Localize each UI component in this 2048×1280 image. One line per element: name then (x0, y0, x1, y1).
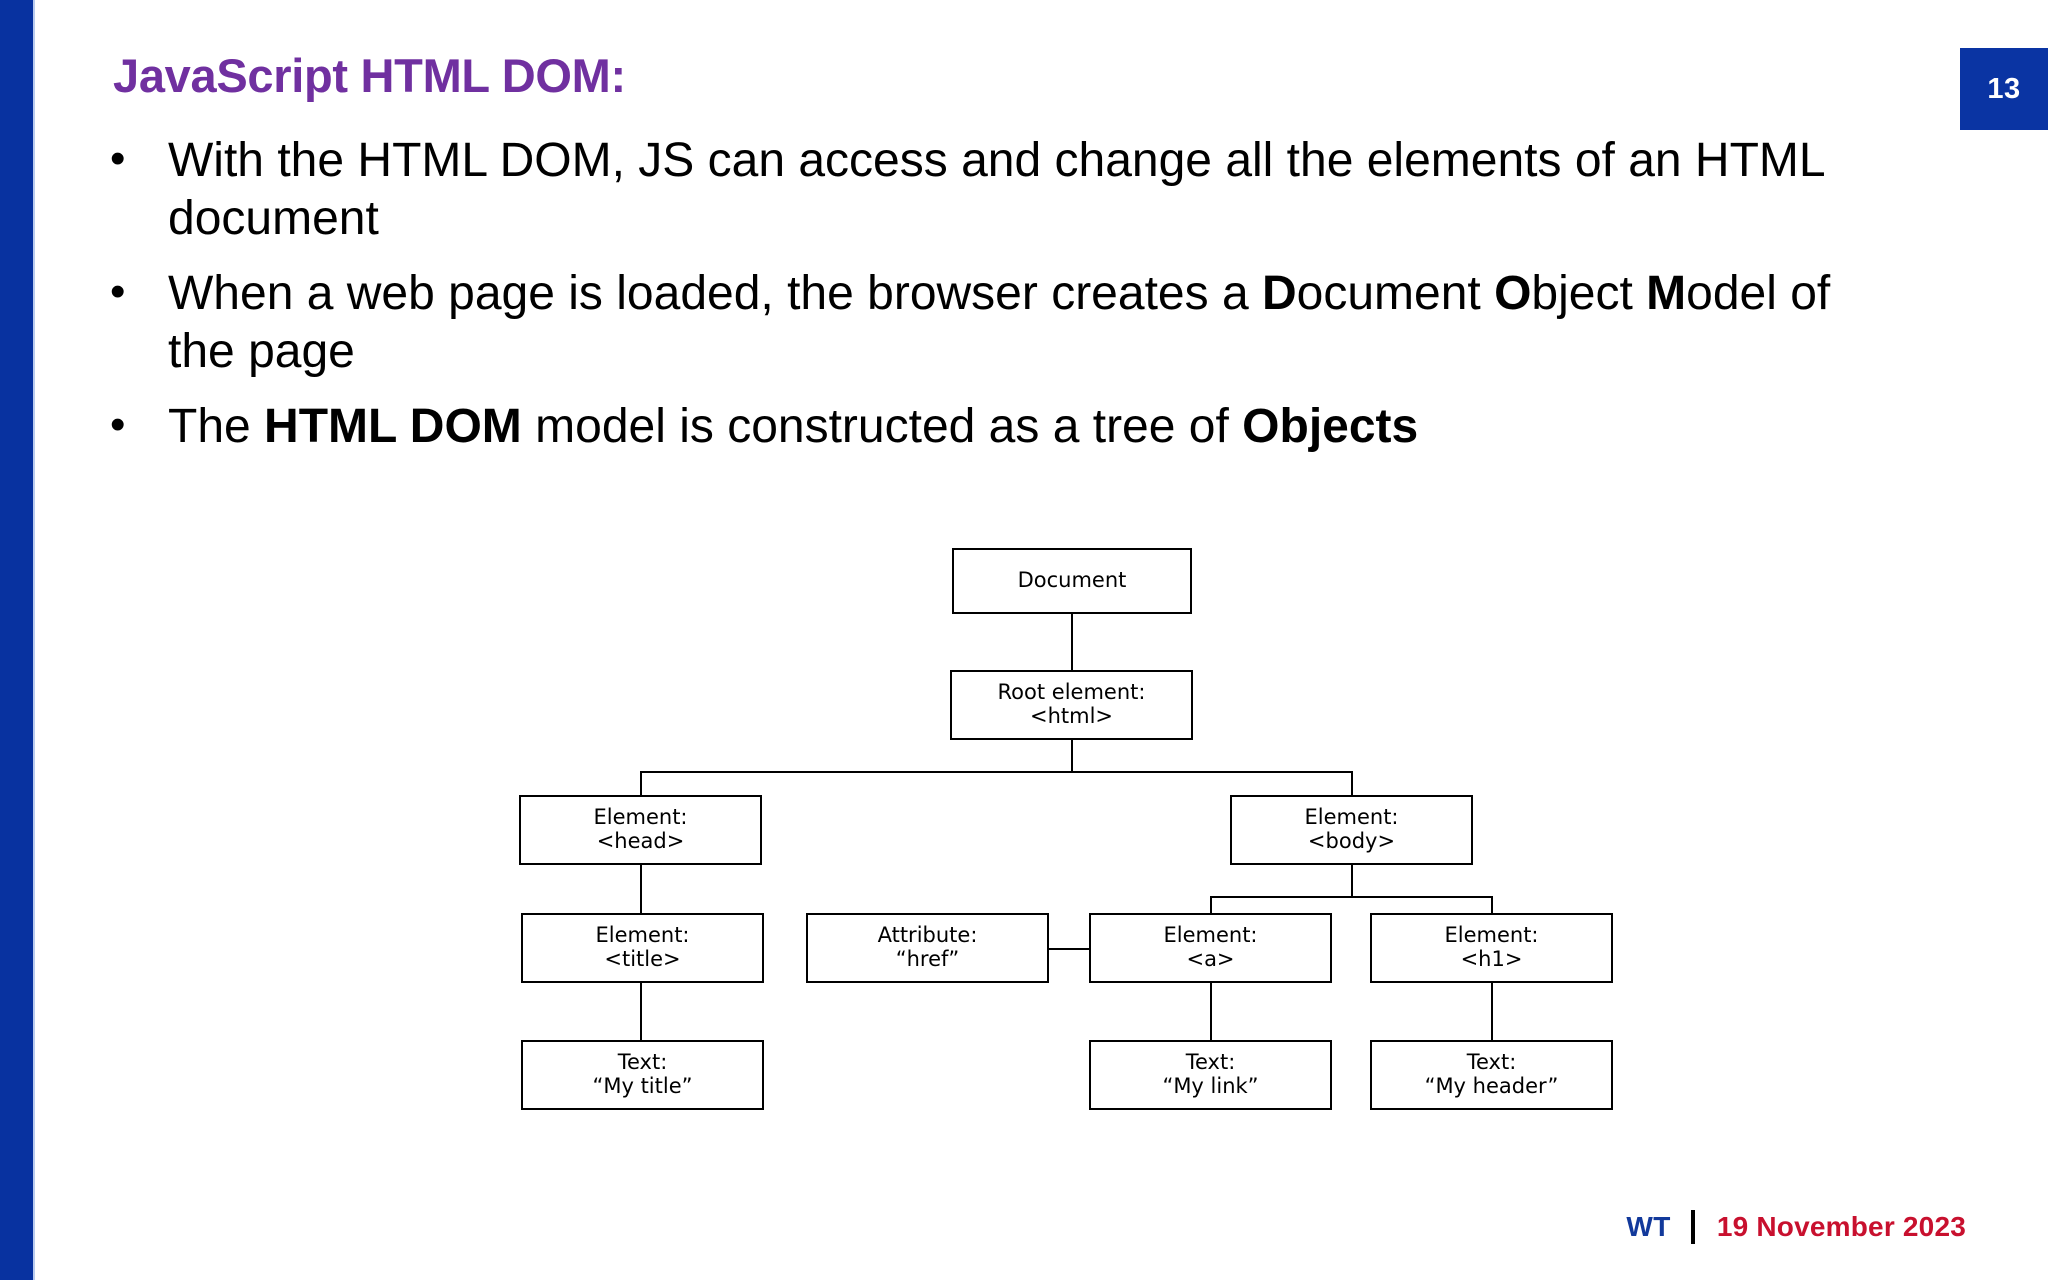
bullet-marker-icon: • (110, 134, 126, 183)
bullet-text-span: model is constructed as a tree of (521, 400, 1243, 454)
bullet-list: • With the HTML DOM, JS can access and ch… (100, 132, 1960, 474)
tree-node-line1: Element: (1304, 805, 1399, 830)
tree-node-line2: “My header” (1424, 1074, 1559, 1098)
bullet-marker-icon: • (110, 267, 126, 317)
tree-node-line1: Root element: (997, 680, 1146, 705)
page-number-badge: 13 (1960, 48, 2048, 130)
footer-course-label: WT (1626, 1211, 1671, 1242)
tree-node-title: Element:<title> (521, 913, 764, 983)
left-accent-hairline (33, 0, 35, 1280)
tree-node-line1: Element: (1163, 923, 1258, 948)
bullet-text-span: ocument (1296, 267, 1495, 321)
tree-node-line1: Element: (593, 805, 688, 830)
tree-connector (640, 771, 1352, 773)
tree-node-root: Root element:<html> (950, 670, 1193, 740)
tree-node-line1: Text: (1466, 1050, 1517, 1075)
tree-connector (1210, 896, 1492, 898)
bullet-text-span: odel of the page (168, 267, 1831, 378)
tree-node-href: Attribute:“href” (806, 913, 1049, 983)
tree-connector (1049, 948, 1091, 950)
tree-node-line2: <html> (1029, 704, 1114, 728)
tree-node-body: Element:<body> (1230, 795, 1473, 865)
bullet-text: When a web page is loaded, the browser c… (168, 265, 1868, 380)
tree-node-line2: <body> (1307, 829, 1396, 853)
tree-node-line1: Attribute: (877, 923, 978, 948)
bullet-text: With the HTML DOM, JS can access and cha… (168, 132, 1868, 247)
tree-node-line2: <head> (596, 829, 685, 853)
page-title: JavaScript HTML DOM: (113, 49, 626, 102)
bullet-text-emphasis: D (1261, 267, 1297, 321)
tree-connector (1491, 983, 1493, 1042)
bullet-text-span: With the HTML DOM, JS can access and cha… (168, 134, 1824, 245)
tree-node-head: Element:<head> (519, 795, 762, 865)
bullet-item: • With the HTML DOM, JS can access and ch… (100, 132, 1960, 247)
footer-date: 19 November 2023 (1716, 1211, 1966, 1242)
tree-connector (1491, 896, 1493, 915)
bullet-text-emphasis: M (1646, 267, 1687, 321)
bullet-text-emphasis: O (1494, 267, 1532, 321)
tree-connector (1351, 865, 1353, 898)
tree-connector (640, 771, 642, 797)
tree-node-line1: Text: (617, 1050, 668, 1075)
tree-node-line1: Element: (595, 923, 690, 948)
tree-node-line2: “My title” (592, 1074, 693, 1098)
tree-node-line2: <a> (1186, 947, 1235, 971)
bullet-text-span: When a web page is loaded, the browser c… (168, 267, 1262, 321)
tree-node-line1: Document (1017, 568, 1127, 593)
tree-connector (1351, 771, 1353, 797)
tree-connector (1071, 740, 1073, 773)
slide-footer: WT 19 November 2023 (1626, 1210, 1966, 1244)
tree-node-text-title: Text:“My title” (521, 1040, 764, 1110)
tree-node-h1: Element:<h1> (1370, 913, 1613, 983)
bullet-text-span: bject (1531, 267, 1647, 321)
bullet-item: • The HTML DOM model is constructed as a … (100, 398, 1960, 456)
tree-node-line2: <title> (604, 947, 681, 971)
bullet-text-span: The (168, 400, 265, 454)
tree-node-line2: “My link” (1162, 1074, 1259, 1098)
tree-node-anchor: Element:<a> (1089, 913, 1332, 983)
bullet-item: • When a web page is loaded, the browser … (100, 265, 1960, 380)
tree-connector (1071, 614, 1073, 670)
tree-node-line1: Element: (1444, 923, 1539, 948)
tree-connector (1210, 896, 1212, 915)
tree-node-line2: “href” (895, 947, 960, 971)
footer-divider (1690, 1210, 1695, 1244)
tree-node-document: Document (952, 548, 1192, 614)
bullet-text-emphasis: Objects (1242, 400, 1419, 454)
bullet-text: The HTML DOM model is constructed as a t… (168, 398, 1868, 456)
tree-connector (640, 983, 642, 1042)
tree-node-line1: Text: (1185, 1050, 1236, 1075)
tree-node-text-head: Text:“My header” (1370, 1040, 1613, 1110)
tree-connector (640, 865, 642, 915)
tree-node-line2: <h1> (1460, 947, 1523, 971)
bullet-marker-icon: • (110, 400, 126, 450)
bullet-text-emphasis: HTML DOM (264, 400, 522, 454)
tree-connector (1210, 983, 1212, 1042)
tree-node-text-link: Text:“My link” (1089, 1040, 1332, 1110)
left-accent-bar (0, 0, 33, 1280)
